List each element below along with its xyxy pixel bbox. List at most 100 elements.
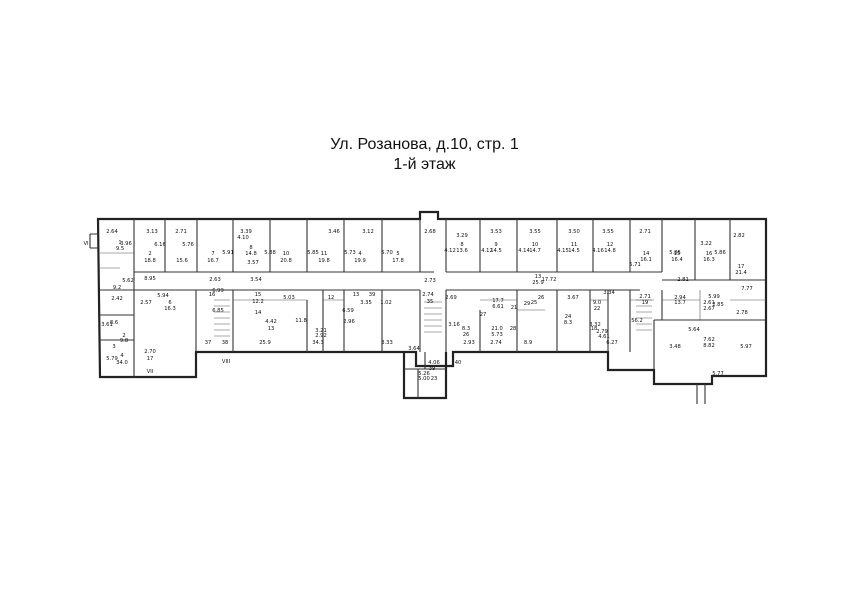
plan-label: 13.7 bbox=[674, 300, 686, 306]
plan-label: 5.94 bbox=[157, 293, 169, 299]
plan-label: 16.3 bbox=[703, 257, 715, 263]
floor-title: 1-й этаж bbox=[393, 156, 456, 173]
plan-label: 6 bbox=[168, 300, 171, 306]
plan-label: 16 bbox=[209, 292, 216, 298]
plan-label: 1 bbox=[118, 240, 121, 246]
plan-label: 3.32 bbox=[589, 322, 601, 328]
plan-label: 6.85 bbox=[212, 308, 224, 314]
plan-label: 7.62 bbox=[703, 337, 715, 343]
plan-label: 10 bbox=[283, 251, 290, 257]
plan-label: 17.7 bbox=[492, 298, 504, 304]
plan-label: 4 bbox=[358, 251, 362, 257]
plan-label: 4.15 bbox=[557, 248, 569, 254]
plan-label: 5.64 bbox=[688, 327, 700, 333]
plan-label: 5.86 bbox=[714, 250, 726, 256]
plan-label: 2.71 bbox=[639, 294, 651, 300]
plan-label: VIII bbox=[222, 359, 231, 365]
plan-label: 5.73 bbox=[344, 250, 356, 256]
plan-label: 18.8 bbox=[144, 258, 156, 264]
plan-label: 13 bbox=[268, 326, 275, 332]
plan-label: 4.06 bbox=[428, 360, 440, 366]
plan-label: 25.9 bbox=[532, 280, 544, 286]
plan-label: 5.79 bbox=[106, 356, 118, 362]
plan-label: 5.97 bbox=[740, 344, 752, 350]
plan-label: 2.73 bbox=[424, 278, 436, 284]
plan-label: 4.16 bbox=[592, 248, 604, 254]
plan-label: 3.16 bbox=[448, 322, 460, 328]
plan-label: 9.5 bbox=[116, 246, 124, 252]
plan-label: 4.12 bbox=[481, 248, 493, 254]
plan-label: 17.72 bbox=[542, 277, 557, 283]
plan-label: 5.99 bbox=[708, 294, 720, 300]
plan-label: 14.5 bbox=[490, 248, 502, 254]
plan-label: 16 bbox=[706, 251, 713, 257]
plan-label: 5.70 bbox=[381, 250, 393, 256]
plan-label: 2.69 bbox=[445, 295, 457, 301]
plan-label: 5.26 bbox=[418, 371, 430, 377]
plan-label: 39 bbox=[429, 366, 436, 372]
plan-label: 26 bbox=[463, 332, 470, 338]
plan-label: 3.13 bbox=[146, 229, 158, 235]
plan-label: 3.53 bbox=[490, 229, 502, 235]
plan-label: 2.57 bbox=[140, 300, 152, 306]
plan-label: 2.64 bbox=[106, 229, 118, 235]
plan-label: 4.10 bbox=[237, 235, 249, 241]
plan-label: 15 bbox=[255, 292, 262, 298]
plan-label: 13.6 bbox=[456, 248, 468, 254]
plan-label: 5.88 bbox=[264, 250, 276, 256]
plan-label: 8.95 bbox=[144, 276, 156, 282]
plan-label: 13 bbox=[535, 274, 542, 280]
stair-left bbox=[214, 299, 230, 337]
stair-center bbox=[424, 301, 442, 333]
plan-label: 7.77 bbox=[741, 286, 753, 292]
annex-inner bbox=[404, 352, 446, 398]
plan-label: 8 bbox=[249, 245, 252, 251]
plan-label: 10 bbox=[532, 242, 539, 248]
plan-label: 34.3 bbox=[312, 340, 324, 346]
plan-label: 16.3 bbox=[164, 306, 176, 312]
plan-label: 2.42 bbox=[111, 296, 123, 302]
plan-label: 4.42 bbox=[265, 319, 277, 325]
plan-label: 27 bbox=[480, 312, 487, 318]
plan-label: 8.3 bbox=[462, 326, 470, 332]
plan-label: 16.1 bbox=[640, 257, 652, 263]
plan-label: 5.77 bbox=[712, 371, 724, 377]
plan-label: 6.99 bbox=[212, 288, 224, 294]
plan-label: 7 bbox=[211, 251, 214, 257]
plan-label: 14 bbox=[255, 310, 262, 316]
plan-label: 2.82 bbox=[733, 233, 745, 239]
plan-label: VII bbox=[147, 369, 154, 375]
plan-label: 6.59 bbox=[342, 308, 354, 314]
plan-label: 2.71 bbox=[639, 229, 651, 235]
plan-label: 3 bbox=[112, 344, 115, 350]
plan-label: 14.8 bbox=[245, 251, 257, 257]
plan-label: 2.85 bbox=[712, 302, 724, 308]
plan-label: 3.33 bbox=[381, 340, 393, 346]
plan-label: 3.55 bbox=[602, 229, 614, 235]
plan-label: 3.21 bbox=[315, 328, 327, 334]
plan-label: 2.94 bbox=[674, 295, 686, 301]
plan-label: 3.34 bbox=[603, 290, 615, 296]
plan-label: 2.74 bbox=[422, 292, 434, 298]
plan-label: 39 bbox=[369, 292, 376, 298]
plan-label: 15 bbox=[674, 251, 681, 257]
plan-label: 3.50 bbox=[568, 229, 580, 235]
plan-label: 3.22 bbox=[700, 241, 712, 247]
plan-label: 14.8 bbox=[604, 248, 616, 254]
outer-wall bbox=[96, 210, 768, 386]
plan-address-title: Ул. Розанова, д.10, стр. 1 bbox=[330, 136, 519, 153]
plan-label: 5.73 bbox=[491, 332, 503, 338]
annex-block bbox=[402, 352, 448, 400]
plan-label: 25 bbox=[531, 300, 538, 306]
plan-label: 6.27 bbox=[606, 340, 618, 346]
plan-label: 5.00 bbox=[418, 376, 430, 382]
plan-label: 25.9 bbox=[259, 340, 271, 346]
plan-label: 3.55 bbox=[529, 229, 541, 235]
plan-label: 3.29 bbox=[456, 233, 468, 239]
plan-label: 6.61 bbox=[492, 304, 504, 310]
plan-label: 5.76 bbox=[182, 242, 194, 248]
plan-label: 8.3 bbox=[564, 320, 572, 326]
plan-label: 2.67 bbox=[703, 306, 715, 312]
plan-label: 5.03 bbox=[283, 295, 295, 301]
